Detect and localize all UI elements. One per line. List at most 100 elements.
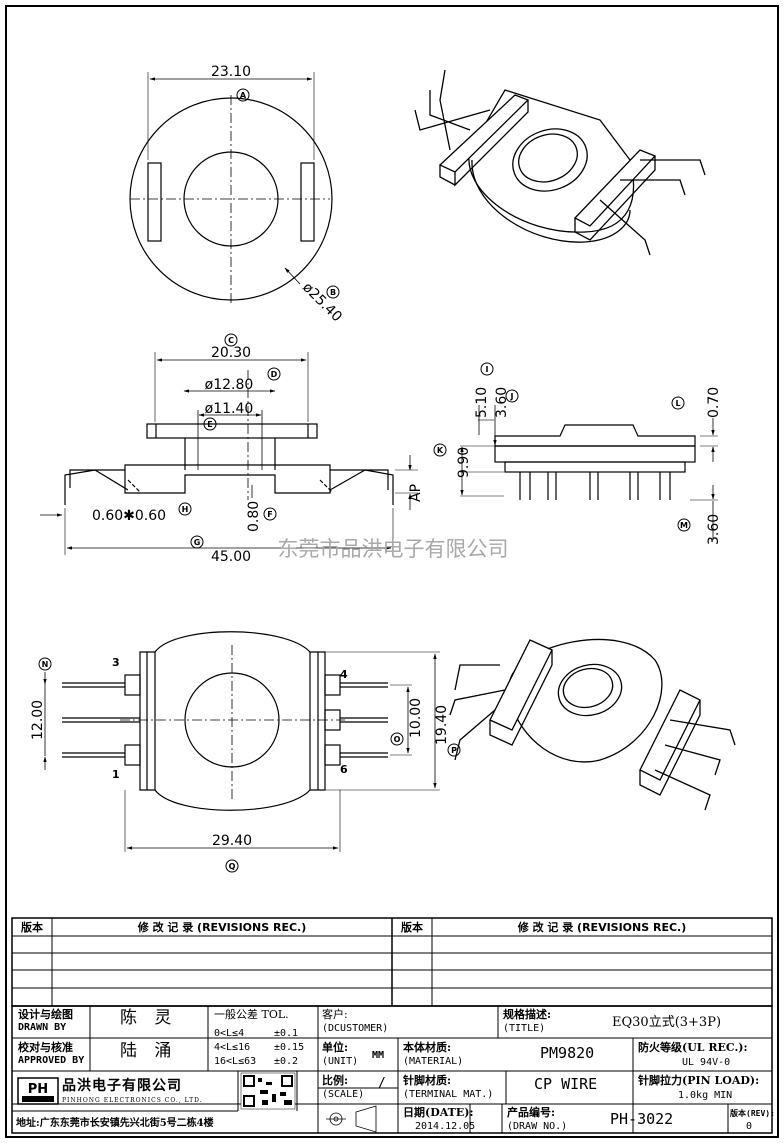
balloon-group [38, 88, 691, 873]
tol-range-3: 16<L≤63 [214, 1056, 257, 1067]
company-address: 地址:广东东莞市长安镇先兴北街5号二栋4楼 [16, 1118, 214, 1129]
pin-mat-value: CP WIRE [534, 1075, 598, 1093]
pin-mat-label-en: (TERMINAL MAT.) [403, 1089, 494, 1100]
dim-bot-1000: 10.00 [408, 698, 424, 738]
spec-label: 规格描述: [503, 1008, 552, 1021]
scale-value: / [378, 1076, 386, 1091]
rev-label: 版本(REV): [730, 1109, 775, 1118]
iso-view-bottom [449, 638, 736, 811]
dim-bot-1200: 12.00 [30, 700, 46, 740]
scale-label: 比例: [322, 1074, 349, 1087]
tol-val-2: ±0.15 [274, 1042, 305, 1053]
dim-top-width: 23.10 [211, 64, 251, 80]
dim-pin-size: 0.60✱0.60 [92, 508, 166, 524]
balloon-a: A [240, 91, 247, 100]
dim-bot-2940: 29.40 [212, 833, 252, 849]
revision-table [11, 917, 773, 1007]
fire-label: 防火等级(UL REC.): [638, 1041, 748, 1054]
title-block-grid [11, 1005, 773, 1134]
rev-value: 0 [746, 1121, 753, 1132]
dim-bot-1940: 19.40 [434, 705, 450, 745]
balloon-i: I [486, 365, 489, 374]
checker-label-en: APPROVED BY [18, 1055, 85, 1066]
drawno-value: PH-3022 [610, 1110, 674, 1128]
drawno-label-en: (DRAW NO.) [507, 1121, 568, 1132]
pin-mat-label: 针脚材质: [403, 1074, 452, 1087]
dim-ap: AP [408, 484, 424, 502]
scale-label-en: (SCALE) [322, 1089, 365, 1100]
company-name-cn: 品洪电子有限公司 [62, 1078, 182, 1094]
dim-h-990: 9.90 [456, 447, 472, 478]
projection-symbol [326, 1105, 377, 1133]
company-name-en: PINHONG ELECTRONICS CO., LTD. [62, 1097, 203, 1104]
side-elevation [460, 405, 718, 540]
balloon-h: H [182, 505, 189, 514]
drawno-label: 产品编号: [507, 1106, 556, 1119]
company-logo [17, 1077, 59, 1105]
logo-text: PH [28, 1082, 48, 1097]
balloon-c: C [228, 336, 234, 345]
iso-view-top [414, 69, 706, 256]
customer-label: 客户: [322, 1008, 348, 1021]
date-value: 2014.12.05 [415, 1121, 476, 1132]
checker-name: 陆 涌 [120, 1041, 178, 1061]
watermark: 东莞市品洪电子有限公司 [278, 537, 509, 561]
balloon-f: F [267, 510, 272, 519]
balloon-n: N [42, 660, 49, 669]
side-view [40, 352, 418, 555]
dim-h-pin: 3.60 [706, 514, 722, 545]
rev-ver-label-right: 版本 [401, 920, 423, 934]
dim-pin-offset: 0.80 [246, 501, 262, 532]
pin-load-value: 1.0kg MIN [678, 1090, 733, 1101]
balloon-m: M [680, 521, 688, 530]
dim-side-width: 20.30 [211, 345, 251, 361]
tol-val-1: ±0.1 [274, 1028, 299, 1039]
dim-h-070: 0.70 [706, 387, 722, 418]
balloon-k: K [437, 446, 444, 455]
qr-code [240, 1072, 296, 1110]
fire-value: UL 94V-0 [682, 1057, 731, 1068]
date-label: 日期(DATE): [403, 1106, 474, 1119]
material-label: 本体材质: [403, 1041, 452, 1054]
balloon-o: O [394, 735, 401, 744]
pin-number-6: 6 [340, 763, 348, 776]
customer-label-en: (DCUSTOMER) [322, 1023, 389, 1034]
tol-val-3: ±0.2 [274, 1056, 299, 1067]
balloon-b: B [330, 288, 336, 297]
pin-load-label: 针脚拉力(PIN LOAD): [638, 1074, 760, 1087]
rev-rec-label-right: 修 改 记 录 (REVISIONS REC.) [517, 920, 687, 934]
checker-label-cn: 校对与核准 [18, 1041, 73, 1054]
balloon-l: L [675, 399, 680, 408]
balloon-e: E [207, 420, 212, 429]
balloon-q: Q [229, 862, 236, 871]
pin-number-1: 1 [112, 768, 120, 781]
dim-h-510: 5.10 [474, 387, 490, 418]
dim-side-d2: ø11.40 [205, 401, 254, 417]
dim-top-diameter: ø25.40 [299, 280, 345, 326]
pin-number-4: 4 [340, 668, 348, 681]
unit-label-en: (UNIT) [322, 1056, 359, 1067]
dim-total-length: 45.00 [211, 549, 251, 565]
balloon-j: J [510, 392, 514, 401]
material-label-en: (MATERIAL) [403, 1056, 464, 1067]
designer-name: 陈 灵 [120, 1008, 178, 1028]
top-view [129, 72, 333, 305]
unit-label: 单位: [322, 1041, 349, 1054]
balloon-p: P [451, 746, 457, 755]
spec-label-en: (TITLE) [503, 1023, 546, 1034]
material-value: PM9820 [540, 1044, 595, 1062]
spec-value: EQ30立式(3+3P) [612, 1015, 722, 1030]
balloon-d: D [271, 370, 278, 379]
sheet-border [5, 5, 779, 1138]
designer-label-cn: 设计与绘图 [18, 1008, 73, 1021]
dim-side-d1: ø12.80 [205, 377, 254, 393]
designer-label-en: DRAWN BY [18, 1022, 67, 1033]
pin-number-3: 3 [112, 656, 120, 669]
rev-ver-label-left: 版本 [21, 920, 43, 934]
rev-rec-label-left: 修 改 记 录 (REVISIONS REC.) [137, 920, 307, 934]
tol-range-1: 0<L≤4 [214, 1028, 245, 1039]
tol-range-2: 4<L≤16 [214, 1042, 251, 1053]
bottom-view [43, 631, 440, 852]
balloon-g: G [194, 538, 201, 547]
